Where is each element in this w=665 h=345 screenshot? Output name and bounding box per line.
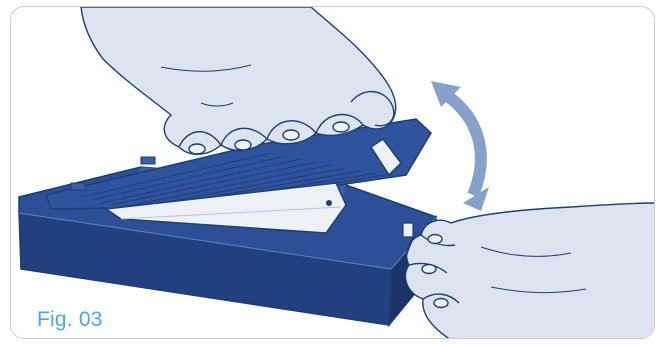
illustration [11,7,655,339]
curved-double-arrow-icon [431,81,489,211]
upper-hand [81,7,396,154]
figure-frame: Fig. 03 [10,6,655,339]
figure-label: Fig. 03 [37,308,103,332]
lower-hand [403,203,655,339]
